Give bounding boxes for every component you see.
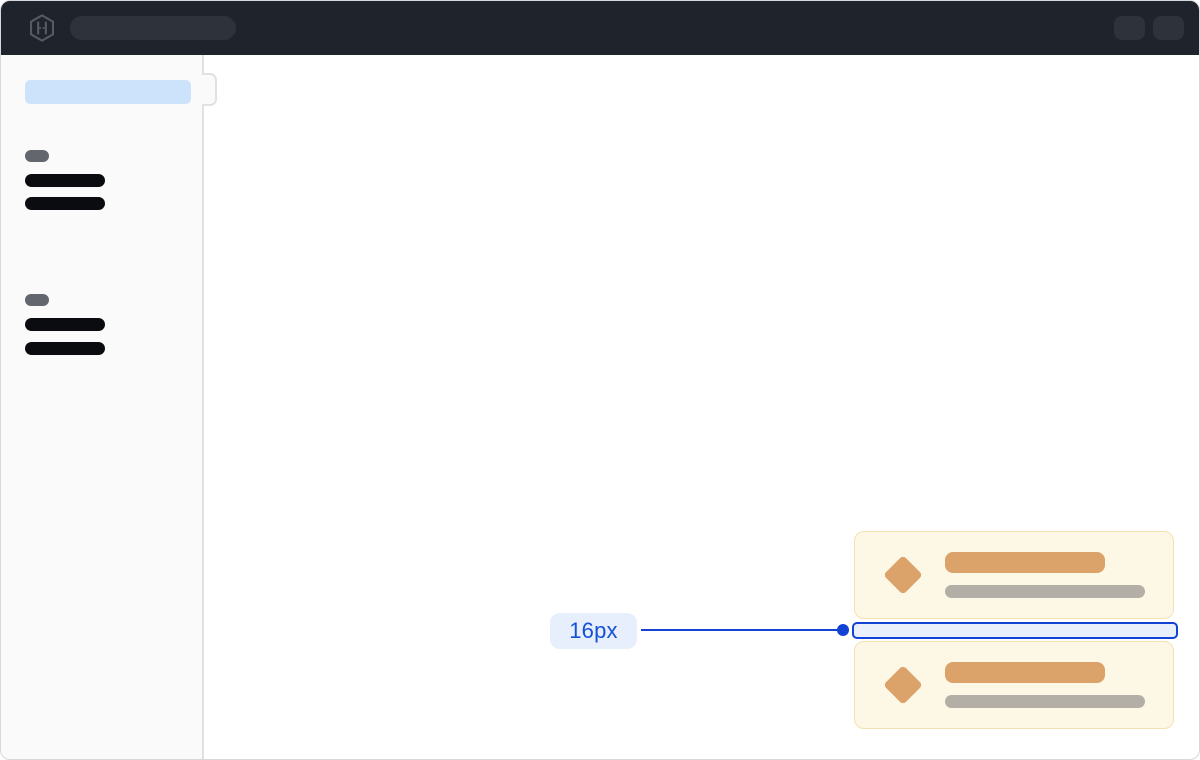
sidebar-nav-item-skeleton[interactable] <box>25 342 105 355</box>
sidebar-nav-item-skeleton[interactable] <box>25 174 105 187</box>
sidebar-active-item-skeleton[interactable] <box>25 80 191 104</box>
topbar-action-button-1[interactable] <box>1114 16 1145 40</box>
hashicorp-logo-icon <box>29 14 55 42</box>
measurement-endpoint-dot <box>837 624 849 636</box>
card-skeleton-2 <box>854 641 1174 729</box>
card-icon-box <box>883 665 923 705</box>
card-subtitle-skeleton <box>945 585 1145 598</box>
card-text-skeletons <box>945 662 1145 708</box>
card-subtitle-skeleton <box>945 695 1145 708</box>
card-title-skeleton <box>945 552 1105 573</box>
measurement-connector-line <box>641 629 843 631</box>
sidebar-section-label-skeleton <box>25 150 49 162</box>
topbar-action-button-2[interactable] <box>1153 16 1184 40</box>
sidebar <box>1 55 204 759</box>
sidebar-collapse-handle[interactable] <box>202 73 217 106</box>
sidebar-nav-item-skeleton[interactable] <box>25 197 105 210</box>
card-skeleton-1 <box>854 531 1174 619</box>
sidebar-nav-item-skeleton[interactable] <box>25 318 105 331</box>
spacing-gap-highlight <box>852 622 1178 639</box>
spacing-measurement-label: 16px <box>550 613 637 649</box>
card-text-skeletons <box>945 552 1145 598</box>
top-navigation-bar <box>1 1 1199 55</box>
diamond-icon <box>883 555 923 595</box>
search-input-skeleton[interactable] <box>70 16 236 40</box>
card-title-skeleton <box>945 662 1105 683</box>
diamond-icon <box>883 665 923 705</box>
sidebar-section-label-skeleton <box>25 294 49 306</box>
card-icon-box <box>883 555 923 595</box>
